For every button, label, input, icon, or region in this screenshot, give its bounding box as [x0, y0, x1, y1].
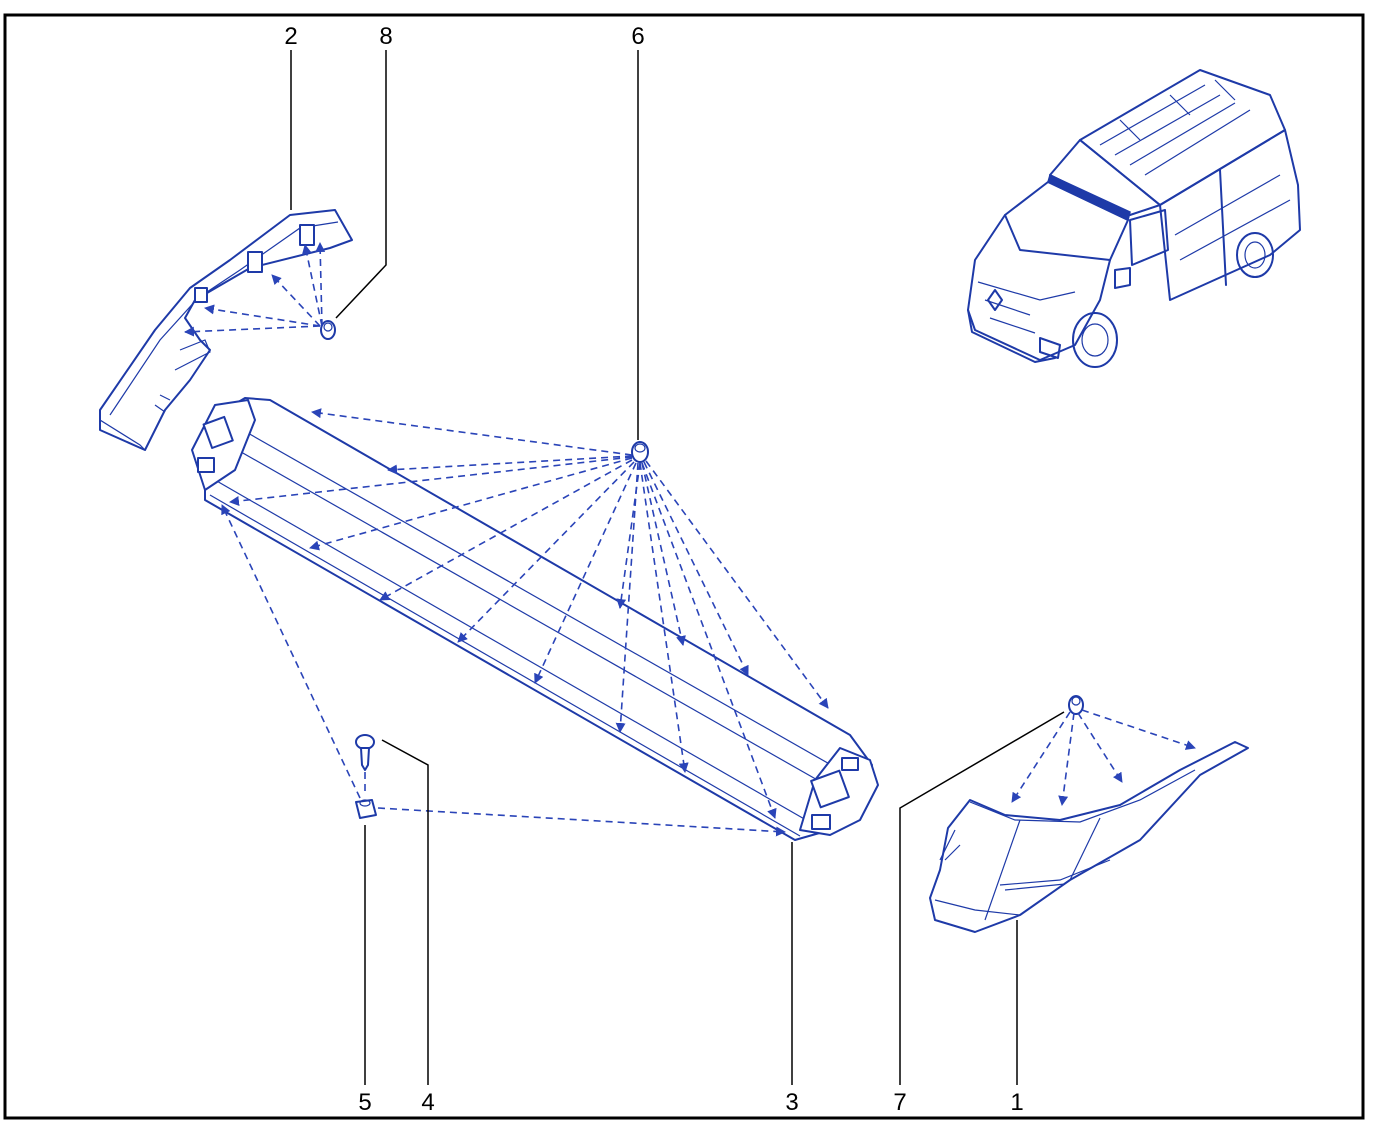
leader-lines	[290, 50, 1065, 1085]
part-2-trim	[99, 209, 353, 451]
callout-3: 3	[785, 1089, 798, 1116]
part-4-screw	[355, 734, 375, 771]
callout-2: 2	[284, 23, 297, 50]
part-6-arrows	[229, 408, 829, 819]
part-7-arrows	[1011, 709, 1196, 806]
callout-4: 4	[421, 1089, 434, 1116]
callout-8: 8	[379, 23, 392, 50]
van-illustration	[967, 69, 1301, 368]
callout-1: 1	[1010, 1089, 1023, 1116]
part-8-clip	[320, 320, 336, 340]
part-3-panel	[191, 397, 879, 841]
callout-6: 6	[631, 23, 644, 50]
part-6-clip	[631, 441, 649, 463]
callout-7: 7	[893, 1089, 906, 1116]
part-7-clip	[1068, 695, 1084, 715]
part-5-nut	[355, 799, 377, 819]
callout-5: 5	[358, 1089, 371, 1116]
part-8-arrows	[184, 242, 326, 337]
part-4-5-arrows	[221, 504, 786, 837]
diagram-frame	[3, 13, 1365, 1120]
part-1-trim	[929, 741, 1249, 933]
callout-numbers: 2 8 6 5 4 3 7 1	[284, 23, 1023, 1116]
